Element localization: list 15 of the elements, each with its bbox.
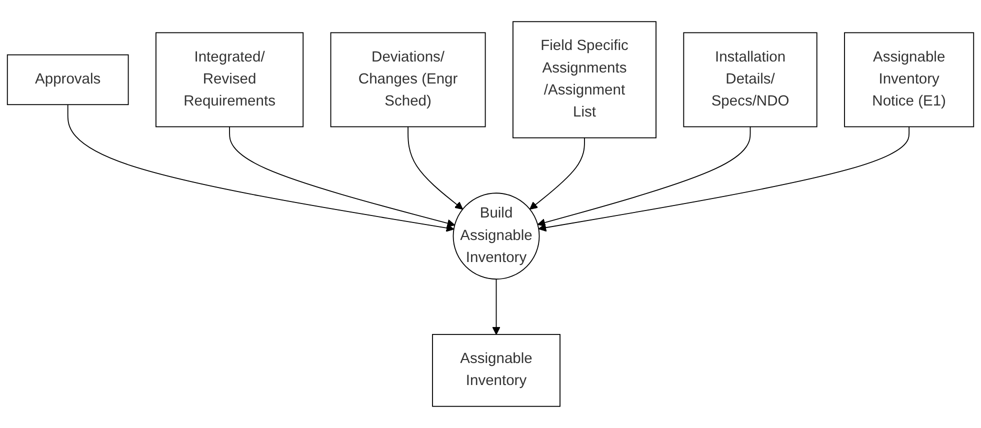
node-circle: Build Assignable Inventory [452, 192, 540, 280]
node-box: Deviations/ Changes (Engr Sched) [330, 32, 486, 128]
arrow [229, 126, 456, 228]
arrow [408, 126, 464, 210]
node-box: Field Specific Assignments /Assignment List [512, 21, 656, 138]
node-box: Installation Details/ Specs/NDO [683, 32, 818, 128]
node-box: Assignable Inventory Notice (E1) [844, 32, 974, 128]
arrow [537, 126, 751, 227]
node-box: Approvals [6, 54, 129, 106]
arrow [492, 278, 500, 335]
arrow [67, 104, 454, 232]
node-box: Assignable Inventory [432, 334, 560, 407]
arrow [529, 137, 585, 210]
arrow [538, 126, 910, 232]
node-box: Integrated/ Revised Requirements [156, 32, 304, 128]
